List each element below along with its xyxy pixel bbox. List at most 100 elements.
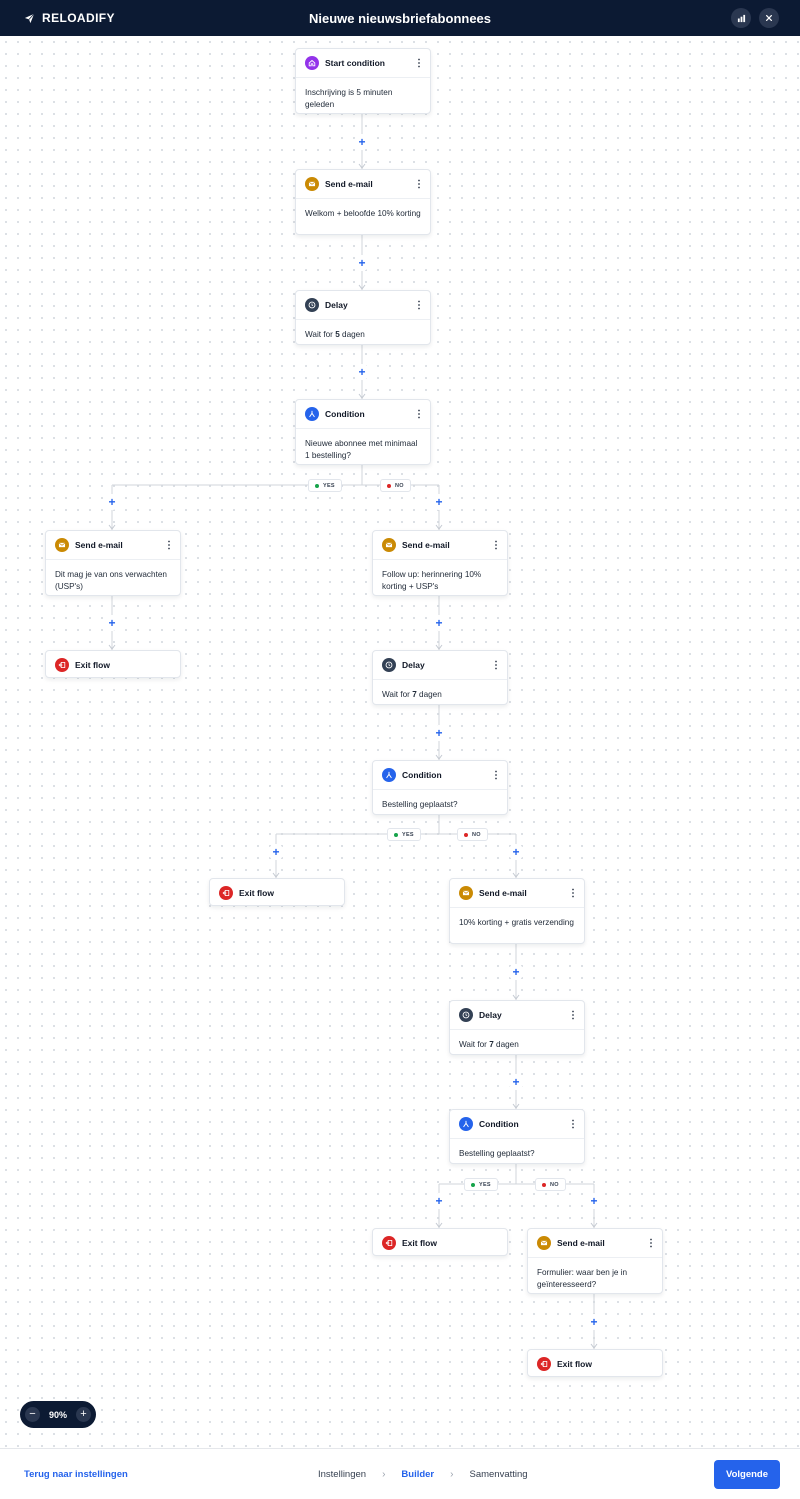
home-icon [305,56,319,70]
node-header: Send e-mail [296,170,430,198]
branch-yes-badge: YES [387,828,421,841]
branch-label: YES [323,482,335,489]
add-step-button[interactable]: + [508,1074,524,1090]
zoom-control: − 90% + [20,1401,96,1428]
node-header: Send e-mail [373,531,507,559]
more-options-icon[interactable] [570,886,576,898]
step-summary[interactable]: Samenvatting [469,1469,528,1480]
add-step-button[interactable]: + [104,615,120,631]
node-title: Exit flow [239,888,274,898]
more-options-icon[interactable] [416,56,422,68]
add-step-button[interactable]: + [431,615,447,631]
exit-flow-node[interactable]: Exit flow [372,1228,508,1256]
node-header: Exit flow [373,1229,507,1257]
add-step-button[interactable]: + [586,1193,602,1209]
arrow-down-icon [272,872,280,878]
node-title: Condition [479,1119,519,1129]
add-step-button[interactable]: + [431,494,447,510]
zoom-in-button[interactable]: + [75,1407,91,1422]
more-options-icon[interactable] [570,1117,576,1129]
add-step-button[interactable]: + [268,844,284,860]
close-button[interactable] [759,8,779,28]
step-settings[interactable]: Instellingen [318,1469,367,1480]
node-body: Bestelling geplaatst? [450,1138,584,1168]
branch-label: NO [395,482,404,489]
arrow-down-icon [590,1343,598,1349]
node-title: Condition [325,409,365,419]
more-options-icon[interactable] [570,1008,576,1020]
step-builder[interactable]: Builder [401,1469,435,1480]
branch-icon [459,1117,473,1131]
more-options-icon[interactable] [493,768,499,780]
add-step-button[interactable]: + [431,725,447,741]
more-options-icon[interactable] [493,538,499,550]
more-options-icon[interactable] [166,538,172,550]
add-step-button[interactable]: + [354,134,370,150]
add-step-button[interactable]: + [104,494,120,510]
add-step-button[interactable]: + [431,1193,447,1209]
more-options-icon[interactable] [493,658,499,670]
add-step-button[interactable]: + [354,364,370,380]
node-body: 10% korting + gratis verzending [450,907,584,937]
node-title: Start condition [325,58,385,68]
status-dot [471,1182,475,1187]
node-header: Delay [450,1001,584,1029]
arrow-down-icon [358,393,366,399]
add-step-button[interactable]: + [508,844,524,860]
next-button[interactable]: Volgende [714,1460,780,1489]
node-header: Exit flow [210,879,344,907]
more-options-icon[interactable] [416,298,422,310]
brand: RELOADIFY [24,11,115,25]
node-title: Send e-mail [402,540,450,550]
more-options-icon[interactable] [416,407,422,419]
node-body: Nieuwe abonnee met minimaal 1 bestelling… [296,428,430,470]
node-header: Send e-mail [46,531,180,559]
add-step-button[interactable]: + [508,964,524,980]
back-to-settings-link[interactable]: Terug naar instellingen [24,1469,128,1480]
more-options-icon[interactable] [416,177,422,189]
node-body: Wait for 5 dagen [296,319,430,349]
exit-flow-node[interactable]: Exit flow [45,650,181,678]
clock-icon [305,298,319,312]
branch-icon [382,768,396,782]
node-title: Send e-mail [75,540,123,550]
close-icon [766,15,772,21]
step-breadcrumb: Instellingen › Builder › Samenvatting [318,1469,528,1480]
more-options-icon[interactable] [648,1236,654,1248]
arrow-down-icon [435,644,443,650]
node-title: Condition [402,770,442,780]
node-header: Exit flow [528,1350,662,1378]
add-step-button[interactable]: + [354,255,370,271]
node-title: Send e-mail [479,888,527,898]
exit-flow-node[interactable]: Exit flow [527,1349,663,1377]
envelope-icon [459,886,473,900]
brand-name: RELOADIFY [42,11,115,25]
branch-no-badge: NO [457,828,488,841]
arrow-down-icon [435,754,443,760]
node-body: Formulier: waar ben je in geïnteresseerd… [528,1257,662,1299]
node-title: Exit flow [557,1359,592,1369]
node-header: Delay [296,291,430,319]
zoom-out-button[interactable]: − [25,1407,40,1422]
arrow-down-icon [435,524,443,530]
send-email-node[interactable]: Send e-mail 10% korting + gratis verzendi… [449,878,585,944]
stats-button[interactable] [731,8,751,28]
node-title: Delay [402,660,425,670]
arrow-down-icon [108,524,116,530]
exit-flow-node[interactable]: Exit flow [209,878,345,906]
arrow-down-icon [512,994,520,1000]
node-body: Wait for 7 dagen [373,679,507,709]
add-step-button[interactable]: + [586,1314,602,1330]
paper-plane-icon [24,13,35,23]
